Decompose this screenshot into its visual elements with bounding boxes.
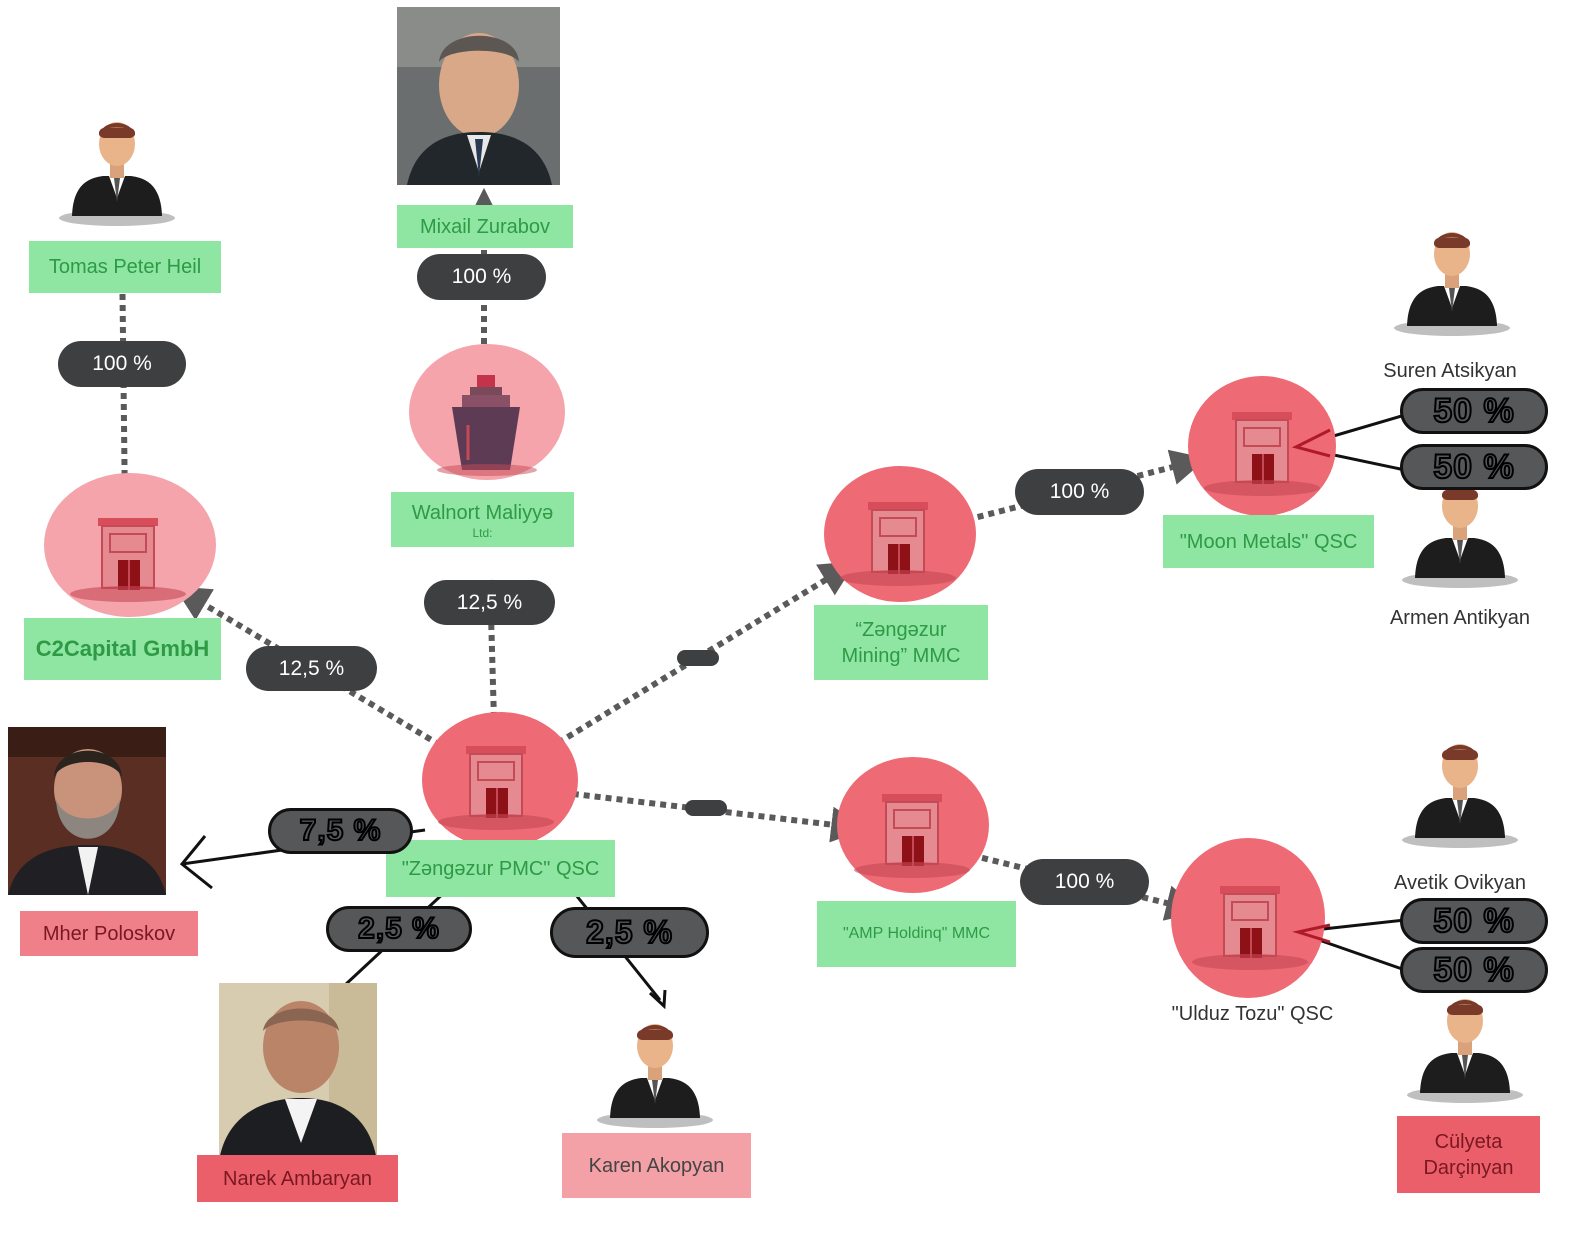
label-amp-holding: "AMP Holdinq" MMC	[817, 901, 1016, 967]
label-suren-atsikyan: Suren Atsikyan	[1370, 360, 1530, 383]
photo-mixail-zurabov	[397, 7, 560, 185]
label-moon-metals: "Moon Metals" QSC	[1163, 515, 1374, 568]
person-icon	[1394, 232, 1510, 336]
ship-icon	[437, 375, 537, 476]
label-tomas-peter-heil: Tomas Peter Heil	[29, 241, 221, 293]
label-narek-ambaryan: Narek Ambaryan	[197, 1155, 398, 1202]
label-avetik-ovikyan: Avetik Ovikyan	[1378, 872, 1542, 895]
node-zangezur-pmc[interactable]	[422, 712, 578, 848]
share-karen: 2,5 %	[550, 907, 709, 958]
person-icon	[597, 1024, 713, 1128]
share-narek: 2,5 %	[326, 906, 472, 952]
moon-split-accent	[1291, 428, 1331, 458]
person-icon	[1402, 744, 1518, 848]
node-amp-holding[interactable]	[837, 757, 989, 893]
person-icon	[59, 122, 175, 226]
label-walnort-maliyye: Walnort Maliyyə Ltd:	[391, 492, 574, 547]
share-mixail-walnort: 100 %	[417, 254, 546, 300]
share-avetik: 50 %	[1400, 898, 1548, 944]
node-moon-metals[interactable]	[1188, 376, 1336, 516]
person-icon	[1407, 999, 1523, 1103]
label-mixail-zurabov: Mixail Zurabov	[397, 205, 573, 248]
label-ulduz-tozu: "Ulduz Tozu" QSC	[1171, 1003, 1334, 1025]
label-armen-antikyan: Armen Antikyan	[1372, 607, 1548, 630]
line-mher-arrowhead	[179, 835, 213, 890]
photo-mher-poloskov	[8, 727, 166, 895]
share-culyeta: 50 %	[1400, 947, 1548, 993]
share-mher: 7,5 %	[268, 808, 413, 854]
label-zangezur-pmc: "Zəngəzur PMC" QSC	[386, 840, 615, 897]
label-c2capital: C2Capital GmbH	[24, 618, 221, 680]
share-armen: 50 %	[1400, 444, 1548, 490]
node-zangezur-mining[interactable]	[824, 466, 976, 602]
label-zangezur-mining: “Zəngəzur Mining” MMC	[814, 605, 988, 680]
share-mining-moon: 100 %	[1015, 469, 1144, 515]
node-walnort[interactable]	[409, 344, 565, 480]
share-tomas-c2: 100 %	[58, 341, 186, 387]
connector-pmc-amp	[539, 787, 868, 843]
node-c2capital[interactable]	[44, 473, 216, 617]
share-c2-pmc: 12,5 %	[246, 646, 377, 691]
person-icon	[1402, 484, 1518, 588]
node-ulduz-tozu[interactable]	[1171, 838, 1325, 998]
connectors	[104, 187, 1207, 921]
connector-marker	[677, 650, 719, 666]
label-culyeta-darcinyan: Cülyeta Darçinyan	[1397, 1116, 1540, 1193]
share-walnort-pmc: 12,5 %	[424, 580, 555, 625]
line-karen-arrowhead	[648, 989, 667, 1010]
photo-narek-ambaryan	[219, 983, 377, 1161]
share-amp-ulduz: 100 %	[1020, 859, 1149, 905]
share-suren: 50 %	[1400, 388, 1548, 434]
connector-marker	[685, 800, 727, 816]
label-mher-poloskov: Mher Poloskov	[20, 911, 198, 956]
ulduz-split-accent	[1292, 923, 1331, 944]
label-karen-akopyan: Karen Akopyan	[562, 1133, 751, 1198]
